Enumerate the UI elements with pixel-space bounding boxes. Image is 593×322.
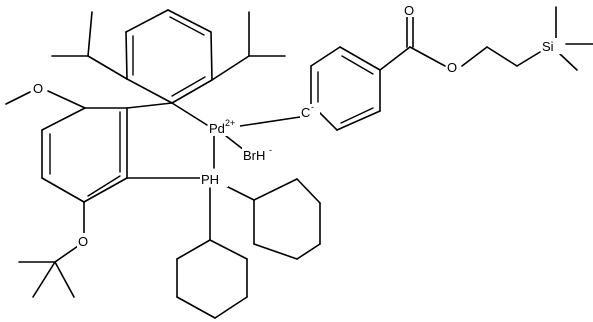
- aryl-pd-bond: [171, 102, 208, 126]
- bromide-charge: -: [269, 145, 272, 155]
- atom-label-brh: BrH -: [242, 145, 276, 164]
- atom-label-ester-o: O: [446, 59, 460, 75]
- atom-label-ph: PH: [200, 170, 228, 187]
- atom-label-methoxy-o: O: [32, 80, 46, 96]
- lower-aryl-ring: [41, 107, 128, 203]
- carbanion-label: C: [301, 105, 310, 120]
- benzoate-ring: [310, 46, 381, 131]
- cyclohexyl-bottom: [176, 239, 248, 319]
- carbanion-charge: -: [311, 102, 314, 112]
- top-aryl-ring: [125, 9, 213, 104]
- methoxy-oxygen-label: O: [33, 81, 43, 96]
- palladium-label: Pd: [209, 121, 225, 136]
- atom-label-carbonyl-o: O: [403, 2, 417, 18]
- atom-label-pd: Pd 2+: [208, 118, 240, 136]
- atom-label-si: Si: [541, 38, 565, 54]
- atom-label-ether-o: O: [77, 233, 91, 249]
- bromide-label: BrH: [243, 148, 265, 163]
- ester-oxygen-label: O: [447, 60, 457, 75]
- carbonyl-oxygen-label: O: [404, 3, 414, 18]
- isopropyl-right: [211, 11, 286, 81]
- atom-label-carbanion: C -: [300, 102, 320, 120]
- ether-oxygen-label: O: [78, 234, 88, 249]
- phosphorus-label: PH: [201, 172, 219, 187]
- cyclohexyl-right: [253, 178, 321, 260]
- ester-group: [379, 16, 541, 71]
- palladium-charge: 2+: [225, 118, 235, 128]
- pd-c-bond: [239, 116, 301, 127]
- tert-butoxy-group: [18, 201, 85, 298]
- p-cy1-bond: [225, 185, 255, 201]
- pd-br-bond: [225, 135, 245, 151]
- silicon-label: Si: [542, 39, 554, 54]
- isopropyl-left: [51, 11, 128, 80]
- trimethylsilyl-group: [555, 6, 593, 71]
- biaryl-bond: [126, 102, 173, 109]
- methoxy-group: [5, 90, 86, 109]
